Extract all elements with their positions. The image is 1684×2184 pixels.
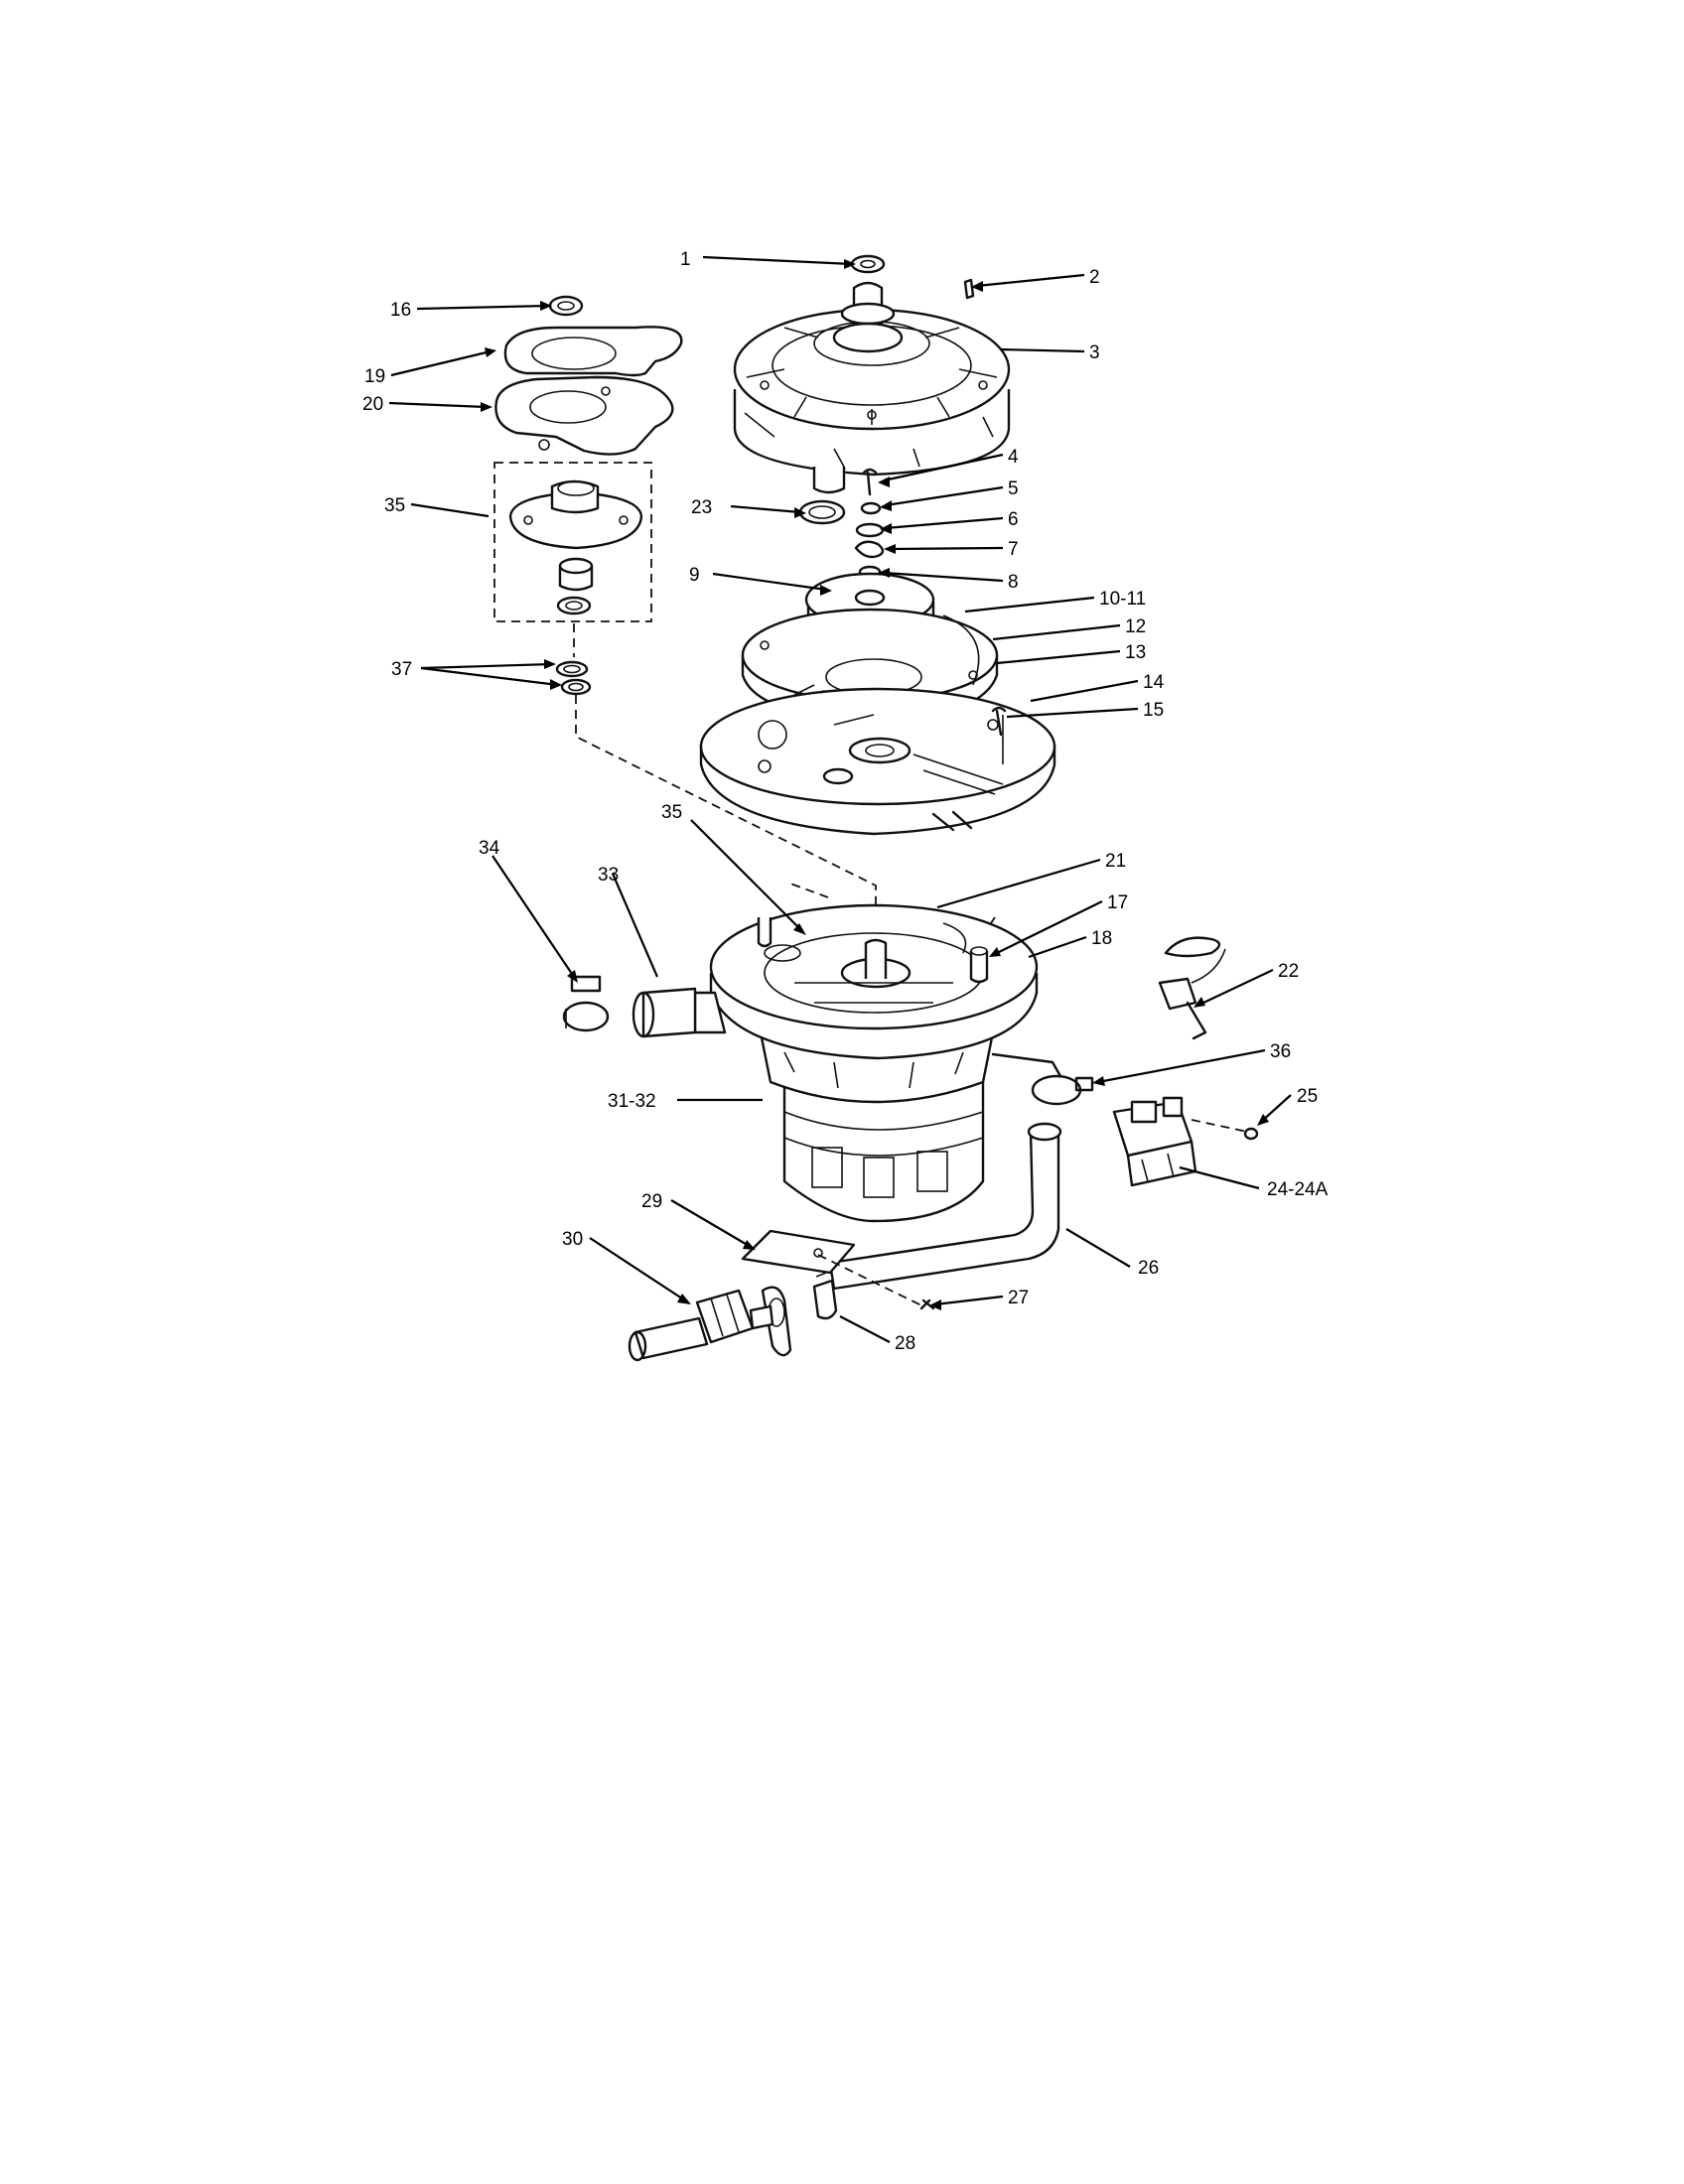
- callout-35-lower: 35: [661, 802, 682, 823]
- callout-1: 1: [680, 249, 691, 270]
- part-33-inlet-hose: [632, 987, 727, 1038]
- callout-20: 20: [362, 394, 383, 415]
- callout-37: 37: [391, 659, 412, 680]
- parts-14-15-base-plate: [699, 687, 1056, 836]
- part-29-bracket: [741, 1229, 924, 1307]
- callout-10-11: 10-11: [1099, 589, 1146, 610]
- callout-7: 7: [1008, 539, 1019, 560]
- callout-25: 25: [1297, 1086, 1318, 1107]
- callout-36: 36: [1270, 1041, 1291, 1062]
- callout-19: 19: [364, 366, 385, 387]
- callout-31-32: 31-32: [608, 1091, 656, 1112]
- callout-35-upper: 35: [384, 495, 405, 516]
- callout-26: 26: [1138, 1258, 1159, 1279]
- callout-2: 2: [1089, 267, 1100, 288]
- callout-5: 5: [1008, 478, 1019, 499]
- part-35-seal-assembly: [493, 462, 652, 622]
- callout-16: 16: [390, 300, 411, 321]
- part-36-clamp: [991, 1052, 1094, 1106]
- pump-body: [709, 903, 1039, 1223]
- callout-29: 29: [641, 1191, 662, 1212]
- parts-4-8-hardware: [854, 468, 885, 579]
- callout-4: 4: [1008, 447, 1019, 468]
- part-34-clamp: [562, 975, 610, 1032]
- callout-30: 30: [562, 1229, 583, 1250]
- callout-12: 12: [1125, 616, 1146, 637]
- callout-15: 15: [1143, 700, 1164, 721]
- part-28-clamp: [812, 1272, 838, 1320]
- leader-lines: [388, 255, 1292, 1343]
- part-25-screw: [1191, 1119, 1259, 1141]
- part-2-pin: [963, 278, 975, 300]
- callout-28: 28: [895, 1333, 915, 1354]
- callout-3: 3: [1089, 342, 1100, 363]
- callout-17: 17: [1107, 892, 1128, 913]
- callout-23: 23: [691, 497, 712, 518]
- callout-14: 14: [1143, 672, 1165, 693]
- callout-24-24A: 24-24A: [1267, 1179, 1329, 1200]
- part-27-screw: [919, 1298, 935, 1310]
- part-1-nut: [850, 254, 886, 274]
- part-37-rings: [555, 660, 592, 696]
- callout-13: 13: [1125, 642, 1146, 663]
- part-3-housing: [733, 281, 1011, 494]
- part-16-washer: [548, 295, 584, 317]
- part-22-switch: [1158, 936, 1226, 1040]
- callout-22: 22: [1278, 961, 1299, 982]
- callout-8: 8: [1008, 572, 1019, 593]
- callout-21: 21: [1105, 851, 1126, 872]
- part-20-gasket: [494, 375, 674, 456]
- callout-9: 9: [689, 565, 700, 586]
- callout-18: 18: [1091, 928, 1112, 949]
- callout-labels: 1 2 3 4 5 6 7 8 9 10-11 12 13 14 15 16 1…: [362, 249, 1329, 1354]
- callout-34: 34: [479, 838, 500, 859]
- part-19-gasket: [503, 326, 683, 377]
- part-24-relay: [1112, 1096, 1197, 1187]
- callout-27: 27: [1008, 1288, 1029, 1308]
- part-23-seal: [798, 499, 846, 525]
- callout-33: 33: [598, 865, 619, 886]
- part-30-fitting: [628, 1289, 774, 1362]
- callout-6: 6: [1008, 509, 1019, 530]
